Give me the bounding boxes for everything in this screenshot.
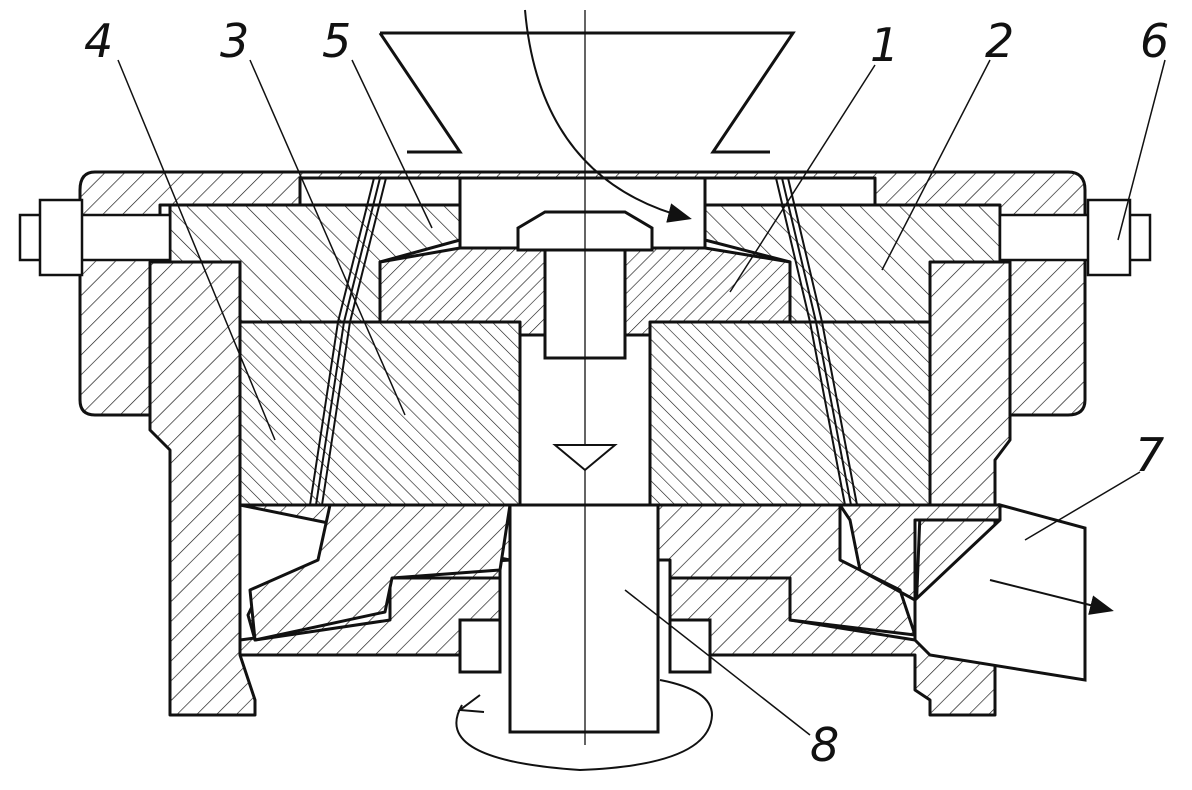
shaft — [508, 503, 660, 734]
stator-block-right — [648, 320, 932, 507]
blade-left — [248, 503, 512, 642]
leader-6 — [1117, 59, 1166, 241]
bottom-cavity-right — [668, 618, 712, 674]
gap-right — [775, 177, 846, 506]
callout-8: 8 — [810, 718, 840, 772]
drill-tip — [552, 444, 618, 472]
flow-arrow-out — [989, 579, 1114, 615]
rotation-arrow — [455, 679, 714, 772]
flow-arrow-in — [524, 9, 692, 223]
callout-6: 6 — [1140, 14, 1170, 68]
bolt-left-head — [38, 198, 84, 277]
bolt-right-head — [1086, 198, 1132, 277]
callout-1: 1 — [870, 18, 900, 72]
callout-3: 3 — [220, 14, 250, 68]
stator-block-left — [238, 320, 522, 507]
bottom-cavity-left — [458, 618, 502, 674]
rotation-arrow-head — [457, 694, 485, 713]
leader-4 — [117, 59, 276, 441]
leader-5 — [351, 59, 433, 229]
callout-4: 4 — [84, 14, 114, 68]
leader-3 — [249, 59, 406, 416]
gap-left — [321, 177, 387, 506]
leader-2 — [881, 59, 991, 271]
leader-1 — [729, 64, 876, 293]
callout-2: 2 — [985, 14, 1015, 68]
outlet-pipe — [913, 503, 1087, 682]
leader-7 — [1024, 471, 1141, 541]
callout-7: 7 — [1135, 428, 1165, 482]
leader-8 — [624, 589, 811, 736]
hopper — [378, 31, 796, 154]
rotor-base-right — [656, 503, 1002, 637]
callout-5: 5 — [322, 14, 352, 68]
